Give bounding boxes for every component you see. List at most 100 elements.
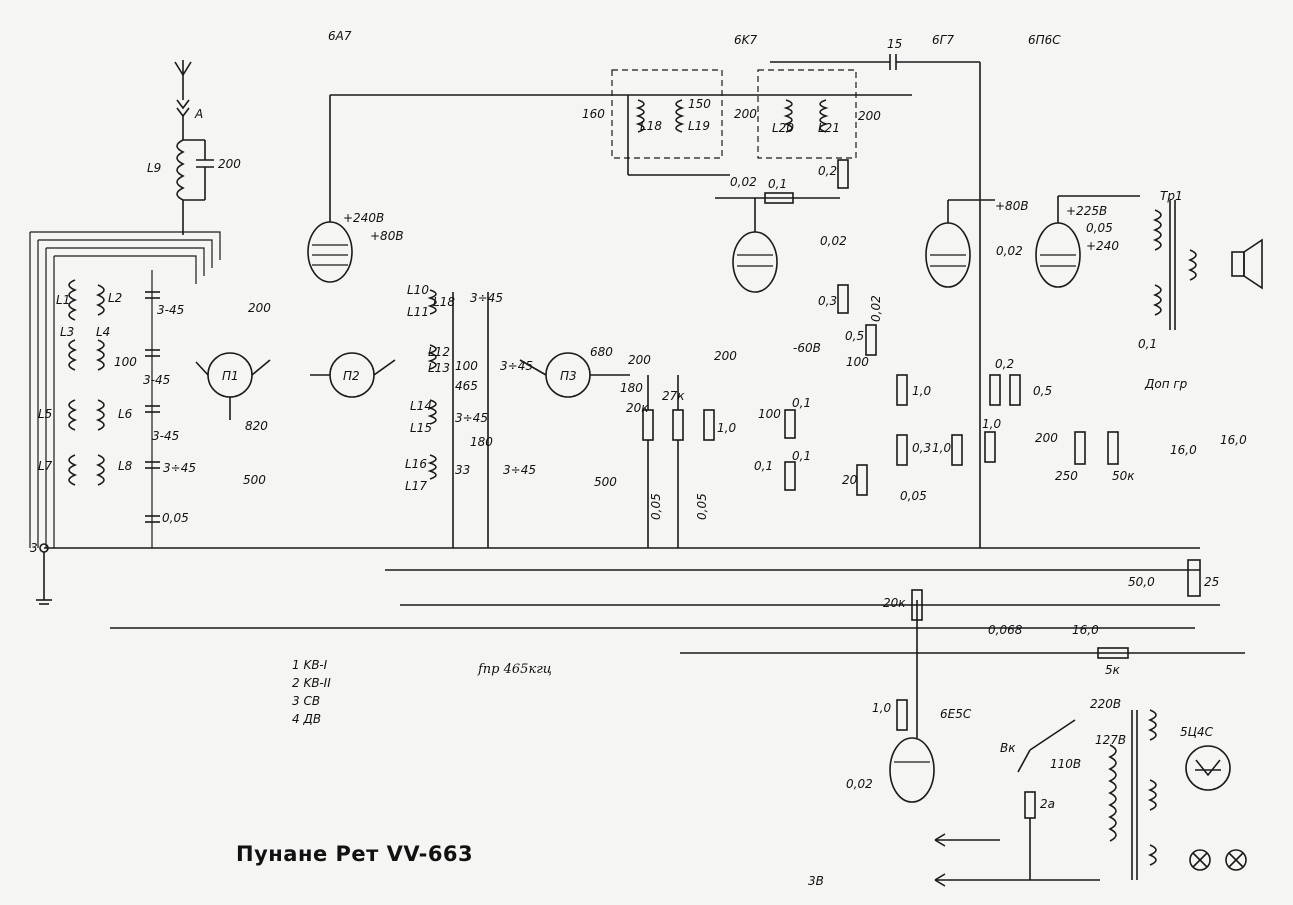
schematic-title: Пунане Рет VV-663	[236, 842, 474, 866]
coil-l11-label: L11	[407, 305, 429, 319]
mains-switch	[1017, 719, 1076, 880]
tube-6a7-label: 6A7	[328, 29, 352, 43]
legend-item-3: 3 CB	[292, 694, 321, 708]
coil-l16-label: L16	[405, 457, 427, 471]
res-250-label: 250	[1055, 469, 1078, 483]
coil-l8	[95, 454, 105, 486]
res-0-3-b	[896, 434, 908, 466]
voltage-60-label: -60B	[793, 341, 821, 355]
legend-item-4: 4 ДB	[292, 712, 322, 726]
coil-l20-label: L20	[772, 121, 794, 135]
fuse-label: 2a	[1040, 797, 1055, 811]
pot-50k-label: 50к	[1112, 469, 1135, 483]
coil-l21-label: L21	[818, 121, 840, 135]
voltage-80b-label: +80B	[995, 199, 1029, 213]
legend-item-1: 1 KB-I	[292, 658, 328, 672]
pot-50k	[1107, 431, 1119, 465]
cap-16-a-label: 16,0	[1170, 443, 1197, 457]
cap-3-45-a-label: 3-45	[157, 303, 184, 317]
voltage-240-label: +240B	[343, 211, 384, 225]
coil-l7	[68, 454, 78, 486]
cap-200-p3-label: 200	[628, 353, 651, 367]
res-5k	[1097, 647, 1129, 659]
coil-l17-label: L17	[405, 479, 427, 493]
res-1-0-b-label: 1,0	[932, 441, 951, 455]
cap-180-p3-label: 180	[620, 381, 643, 395]
cap-465-label: 465	[455, 379, 478, 393]
res-20-a	[856, 464, 868, 496]
coil-l7-label: L7	[38, 459, 53, 473]
coil-l15-label: L15	[410, 421, 432, 435]
tube-6k7	[715, 197, 840, 293]
mains-127-label: 127B	[1095, 733, 1126, 747]
antenna-symbol	[174, 60, 192, 140]
dop-gr-label: Доп гр	[1144, 377, 1188, 391]
res-5k-label: 5к	[1105, 663, 1121, 677]
voltage-240b-label: +240	[1086, 239, 1119, 253]
cap-200-l20-label: 200	[734, 107, 757, 121]
res-0-2-b-label: 0,2	[995, 357, 1014, 371]
cap-820-label: 820	[245, 419, 268, 433]
res-1-0-6k7	[703, 409, 715, 441]
cap-100-l4-label: 100	[114, 355, 137, 369]
cap-150-label: 150	[688, 97, 711, 111]
tube-6g7	[925, 199, 995, 288]
res-1-0-a	[896, 374, 908, 406]
dial-lamps	[1189, 849, 1247, 871]
coil-l1-label: L1	[56, 293, 70, 307]
res-0-5-b-label: 0,5	[1033, 384, 1052, 398]
res-0-2-a-label: 0,2	[818, 164, 837, 178]
tube-6g7-label: 6Г7	[932, 33, 954, 47]
wave-switch-p2	[310, 352, 396, 398]
cap-33-label: 33	[455, 463, 470, 477]
cap-15-label: 15	[887, 37, 902, 51]
tube-6k7-label: 6K7	[734, 33, 758, 47]
res-0-3-a	[837, 284, 849, 314]
output-transformer	[1152, 200, 1197, 330]
coil-l5-label: L5	[38, 407, 52, 421]
cap-0-1-b-label: 0,1	[1138, 337, 1157, 351]
cap-680-label: 680	[590, 345, 613, 359]
if-transformer-2	[757, 69, 857, 159]
wave-switch-p1	[195, 352, 271, 420]
voltage-80a-label: +80B	[370, 229, 404, 243]
switch-label: Bк	[1000, 741, 1016, 755]
tube-5c4s-label: 5Ц4C	[1180, 725, 1214, 739]
res-0-1-c	[784, 461, 796, 491]
cap-0-02-b-label: 0,02	[820, 234, 847, 248]
mains-110-label: 110B	[1050, 757, 1081, 771]
cap-3-45-l10-label: 3÷45	[470, 291, 503, 305]
cap-160-label: 160	[582, 107, 605, 121]
switch-p1-label: П1	[222, 369, 239, 383]
coil-l6-label: L6	[118, 407, 133, 421]
cap-0-05-l8-label: 0,05	[162, 511, 189, 525]
res-250	[1074, 431, 1086, 465]
res-0-1-b	[784, 409, 796, 439]
res-0-3-a-label: 0,3	[818, 294, 837, 308]
switch-p3-label: П3	[560, 369, 577, 383]
coil-l13-label: L13	[428, 361, 450, 375]
cap-0-05-a-label: 0,05	[649, 493, 663, 520]
power-transformer	[1108, 709, 1157, 880]
pot-0-5	[865, 324, 877, 356]
res-0-5-b	[1009, 374, 1021, 406]
cap-0-05-b-label: 0,05	[695, 493, 709, 520]
coil-l3-label: L3	[60, 325, 74, 339]
coil-l18-small-label: L18	[433, 295, 455, 309]
res-0-2-b	[989, 374, 1001, 406]
mains-220-label: 220B	[1090, 697, 1121, 711]
cap-3-45-l13-label: 3÷45	[500, 359, 533, 373]
coil-l2-label: L2	[108, 291, 122, 305]
wave-switch-p3	[519, 352, 630, 398]
cap-0-02-d-label: 0,02	[996, 244, 1023, 258]
ground-label: 3	[30, 541, 38, 555]
cap-3-45-b-label: 3-45	[143, 373, 170, 387]
cap-200-6k7-label: 200	[714, 349, 737, 363]
cap-15	[770, 54, 981, 548]
res-1-0-6e5-label: 1,0	[872, 701, 891, 715]
coil-l8-label: L8	[118, 459, 133, 473]
cap-180-label: 180	[470, 435, 493, 449]
mains-plug	[934, 833, 1100, 887]
antenna-label: A	[194, 107, 203, 121]
